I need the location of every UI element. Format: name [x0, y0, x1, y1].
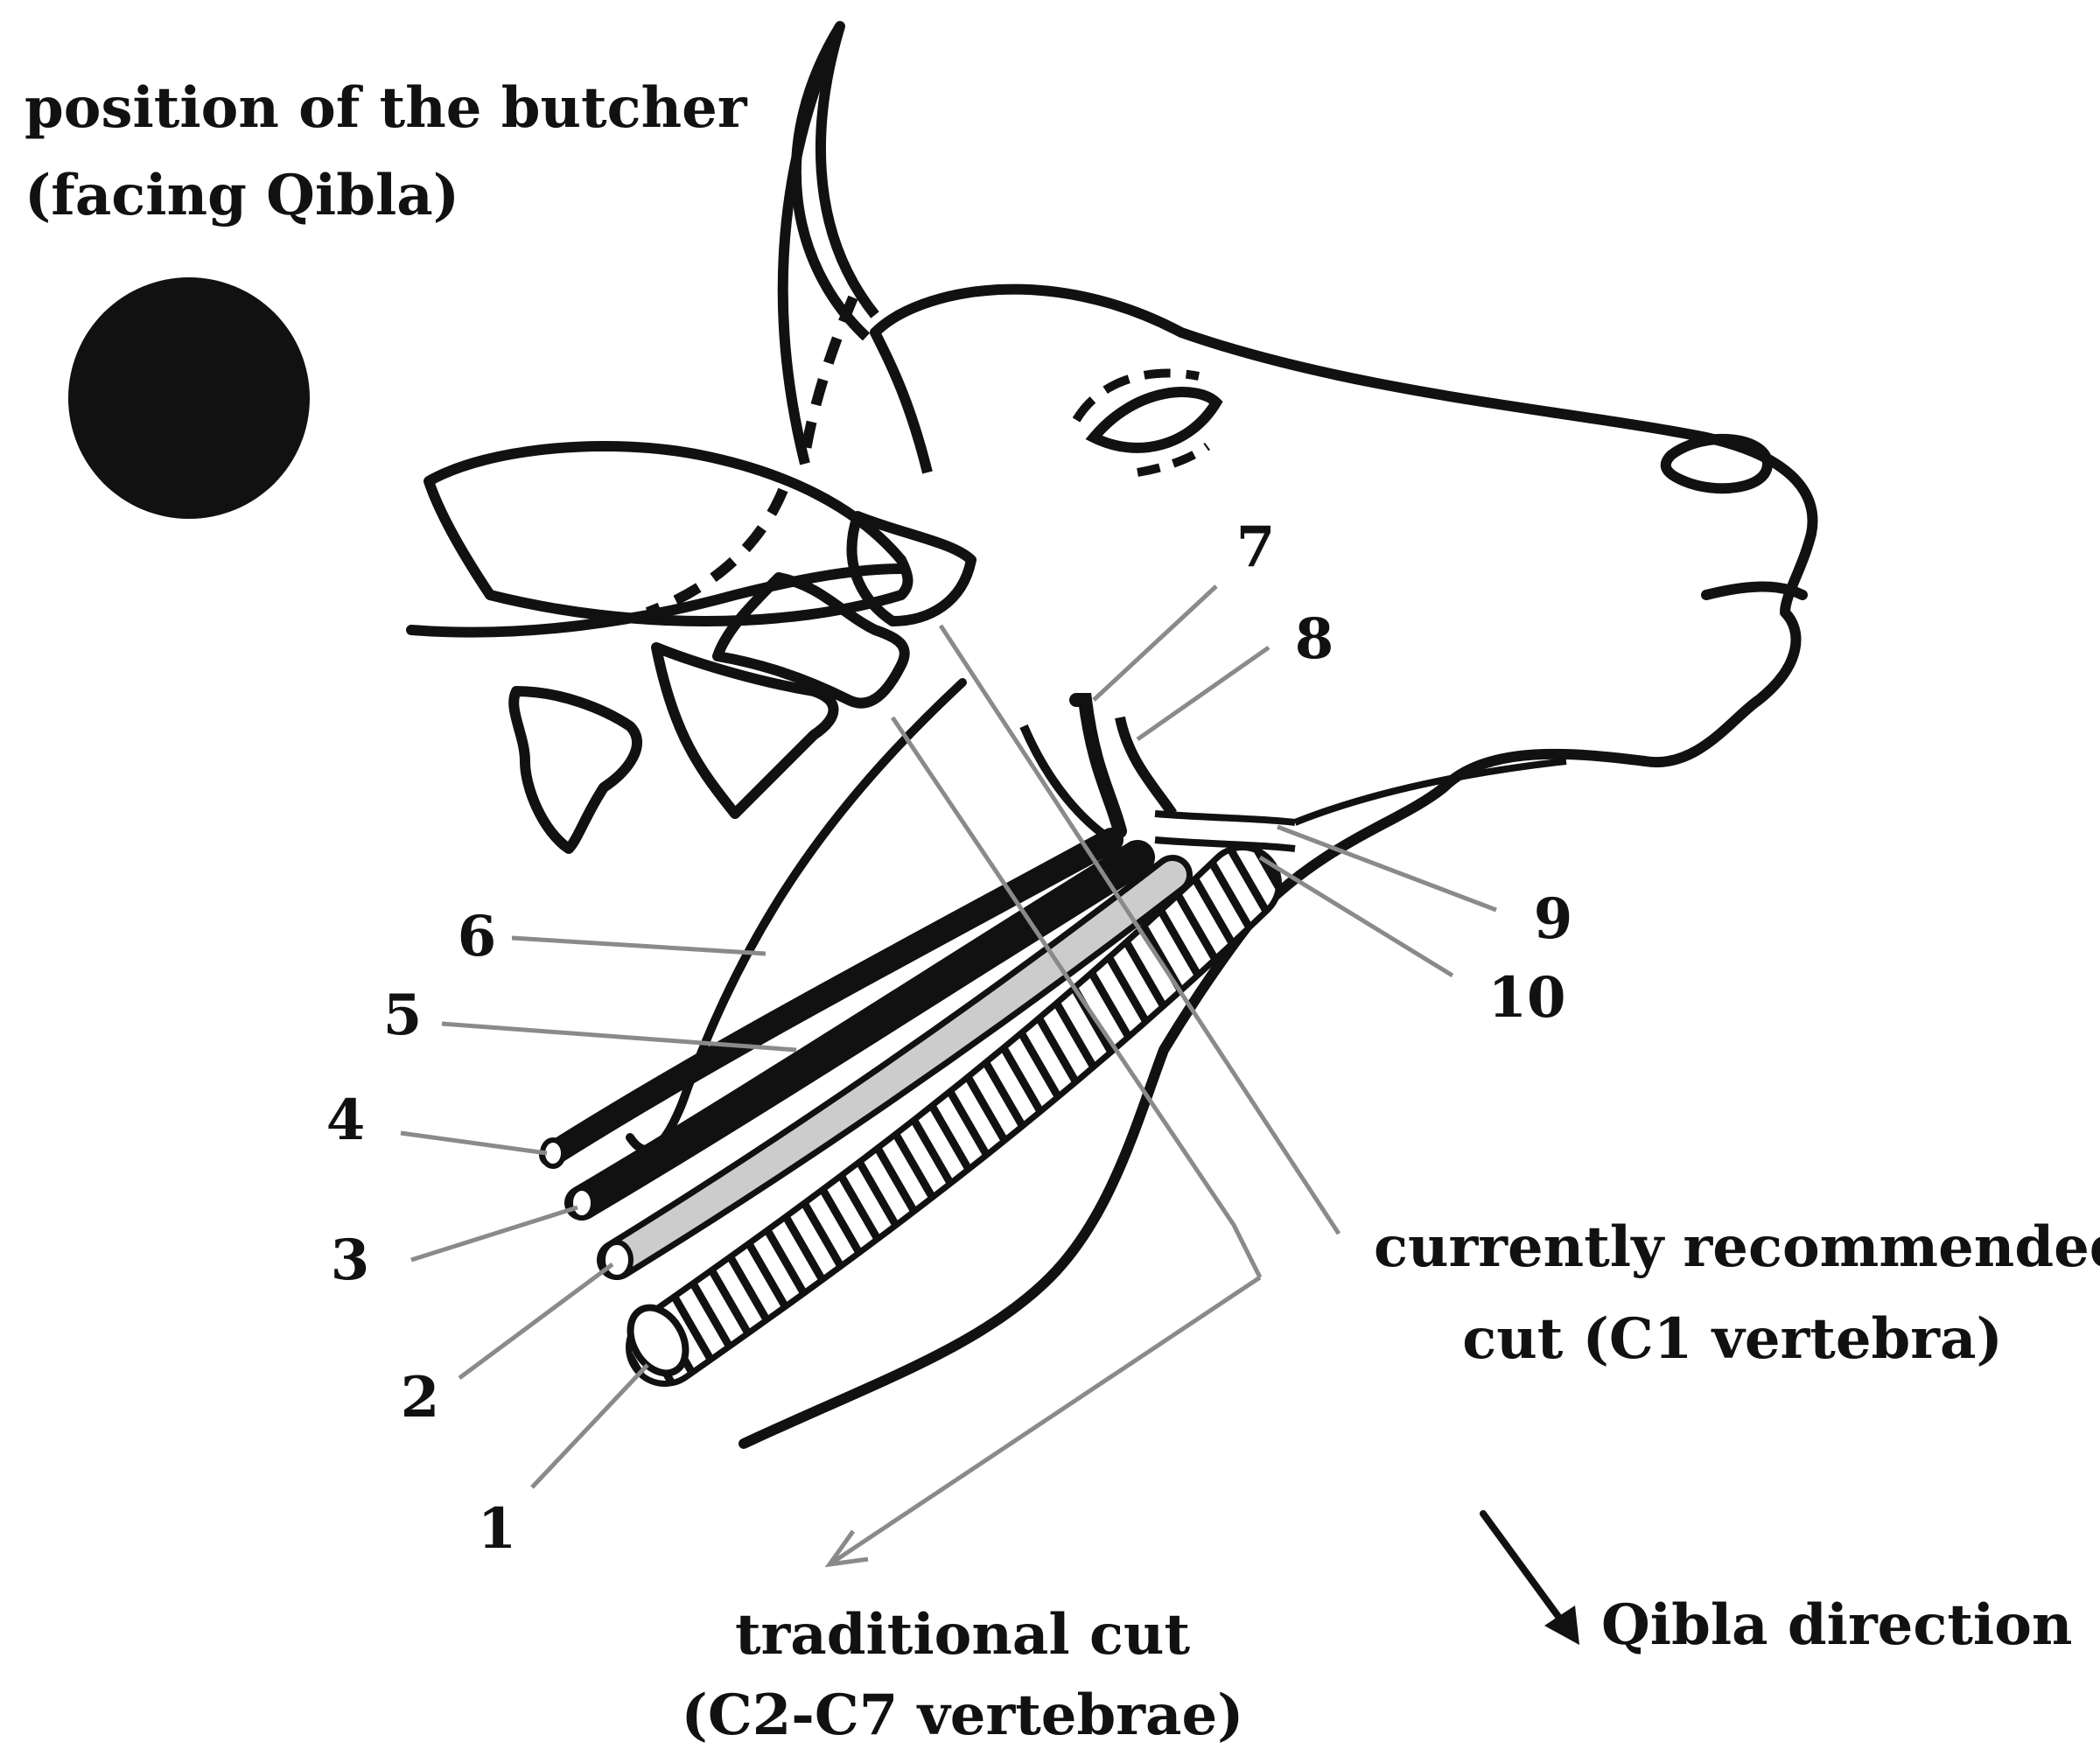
- tube-1-trachea-rings: [632, 850, 1276, 1381]
- qibla-direction-label: Qibla direction: [1601, 1592, 2073, 1658]
- ear: [424, 441, 914, 626]
- qibla-arrow-shaft: [1480, 1510, 1570, 1631]
- part-label-2: 2: [400, 1365, 440, 1431]
- tube-3-end: [568, 1186, 596, 1221]
- butcher-position-title: position of the butcher: [24, 75, 747, 141]
- part-label-10: 10: [1488, 965, 1566, 1031]
- eye-lash-upper: [1072, 368, 1200, 423]
- structure-7: [1069, 693, 1127, 838]
- vertebra-3: [651, 642, 839, 819]
- leader-3: [410, 1205, 578, 1263]
- part-label-7: 7: [1236, 514, 1276, 580]
- horn-base-line: [777, 24, 845, 465]
- leader-7: [1092, 584, 1218, 702]
- leader-1: [530, 1363, 649, 1489]
- structure-9: [1154, 810, 1296, 826]
- recommended-cut-caption-line1: currently recommended: [1374, 1214, 2100, 1280]
- leader-10: [1258, 855, 1454, 978]
- leader-6: [511, 935, 766, 956]
- recommended-cut-line: [938, 624, 1341, 1235]
- part-label-8: 8: [1294, 606, 1334, 672]
- part-label-5: 5: [382, 983, 423, 1048]
- vertebra-1: [846, 511, 976, 626]
- leader-9: [1277, 824, 1497, 913]
- qibla-arrow-head: [1544, 1606, 1579, 1645]
- part-label-4: 4: [326, 1088, 366, 1153]
- structure-8: [1115, 716, 1177, 817]
- tube-1-end: [626, 1304, 690, 1377]
- ear-base-line: [406, 563, 906, 638]
- nostril: [1660, 433, 1774, 494]
- horn: [790, 21, 879, 341]
- traditional-cut-arrow-shaft: [828, 1275, 1262, 1567]
- traditional-cut-caption-line1: traditional cut: [734, 1602, 1191, 1668]
- horn-dashed-base: [800, 295, 858, 456]
- tube-2-end: [600, 1240, 634, 1280]
- leader-lines: [400, 584, 1497, 1489]
- leader-8: [1136, 645, 1270, 742]
- head-outline: [738, 283, 1818, 1449]
- tube-3-dotted: [570, 846, 1149, 1214]
- ear-dashed-base: [645, 487, 788, 618]
- throat-junction: [1019, 724, 1114, 844]
- vertebra-4: [508, 686, 643, 854]
- vertebra-2: [712, 572, 910, 709]
- traditional-cut-caption-line2: (C2-C7 vertebrae): [681, 1683, 1244, 1748]
- part-label-3: 3: [330, 1228, 370, 1293]
- butcher-position-dot: [68, 277, 310, 519]
- part-label-1: 1: [477, 1496, 517, 1562]
- structure-10: [1154, 836, 1296, 852]
- part-label-9: 9: [1533, 886, 1573, 952]
- butcher-position-subtitle: (facing Qibla): [24, 163, 459, 228]
- throat-line: [1293, 758, 1567, 826]
- leader-4: [400, 1130, 548, 1156]
- leader-2: [458, 1262, 614, 1381]
- eye-lash-lower: [1137, 442, 1210, 477]
- recommended-cut-caption-line2: cut (C1 vertebra): [1462, 1306, 2003, 1372]
- eye: [1085, 387, 1223, 453]
- tube-4-jugular: [539, 828, 1124, 1167]
- jaw-line: [1701, 581, 1808, 600]
- traditional-cut-line: [890, 716, 1263, 1279]
- forehead-line: [870, 330, 933, 474]
- leader-5: [441, 1021, 797, 1053]
- part-label-6: 6: [457, 904, 497, 969]
- tube-2-fill: [603, 861, 1186, 1274]
- traditional-cut-arrow-head: [824, 1529, 869, 1568]
